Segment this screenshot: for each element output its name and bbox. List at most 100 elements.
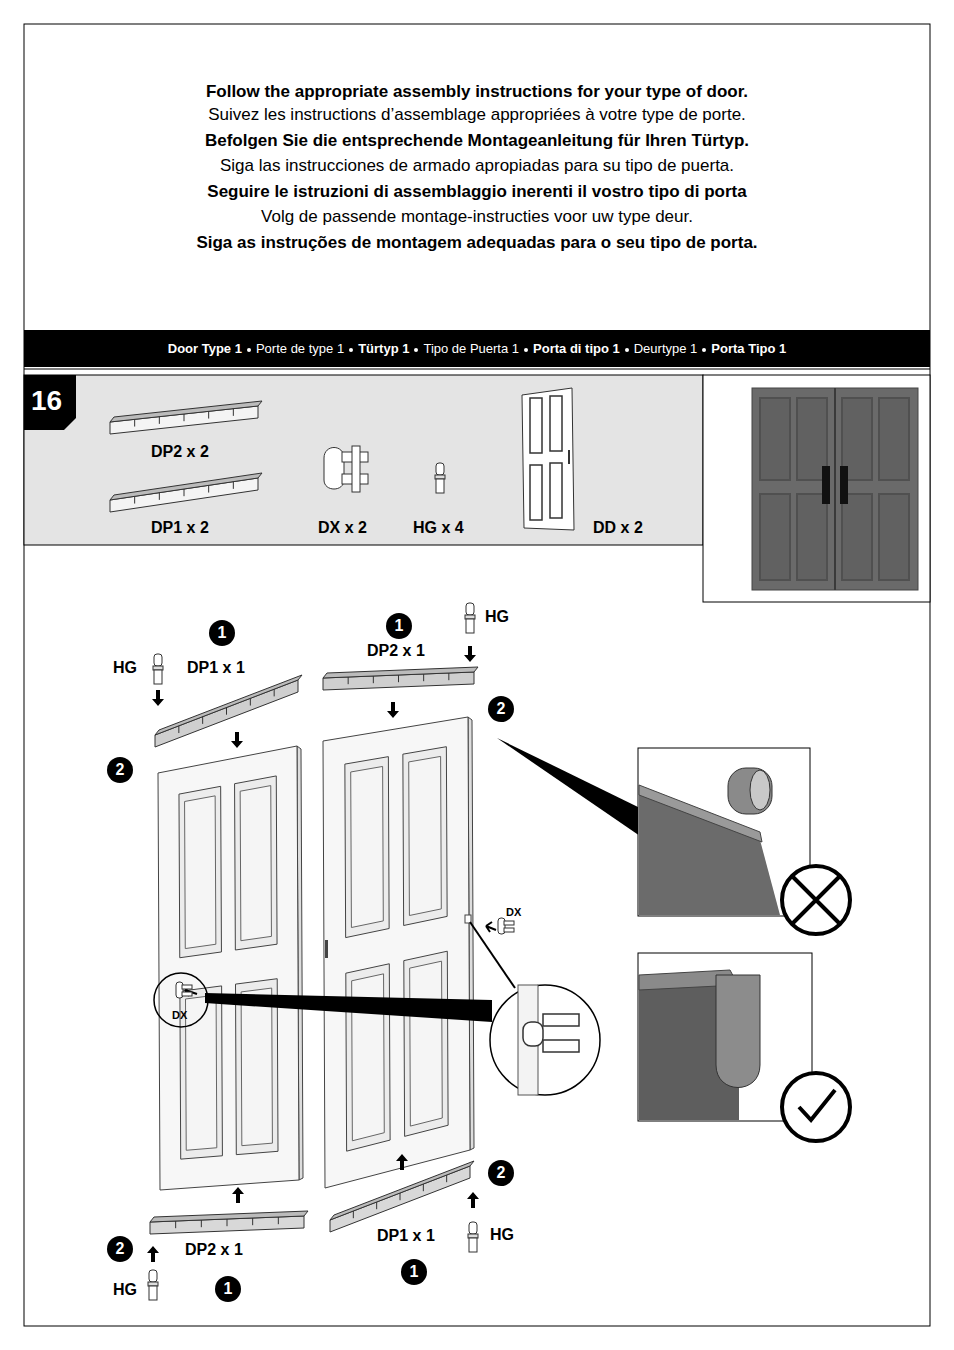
part-label: DD x 2 — [593, 518, 643, 537]
hinge-pin — [436, 463, 444, 475]
zoom-clip — [543, 1040, 579, 1052]
rail-notch — [400, 1193, 401, 1200]
clip-part — [324, 448, 344, 490]
door-panel — [241, 988, 272, 1146]
band-text: Porta di tipo 1 — [533, 341, 634, 356]
hinge-pin — [468, 1234, 478, 1238]
part-label: DP2 x 2 — [151, 442, 209, 461]
door-panel — [409, 756, 442, 915]
rail-notch — [226, 708, 227, 715]
rail-notch — [175, 1221, 176, 1228]
part-label: HG — [485, 607, 509, 626]
clip-slot — [465, 915, 471, 923]
door-part-panel — [530, 398, 542, 453]
hinge-pin — [469, 1238, 477, 1252]
hinge-pin — [148, 1282, 158, 1286]
callout-number: 1 — [401, 1259, 427, 1285]
direction-arrow — [387, 702, 399, 718]
rail-notch — [448, 673, 449, 680]
direction-arrow — [464, 646, 476, 662]
door-part-panel — [550, 463, 562, 518]
door-panel — [403, 747, 447, 926]
rail — [330, 1166, 470, 1232]
photo-panel — [797, 494, 827, 580]
rail-part-notch — [159, 417, 160, 424]
band-text: Door Type 1 — [168, 341, 256, 356]
hinge-pin — [153, 666, 163, 670]
part-label: DX — [506, 906, 521, 919]
wrong-symbol — [782, 866, 850, 934]
right-door — [323, 717, 474, 1188]
instruction-line: Volg de passende montage-instructies voo… — [0, 207, 954, 227]
photo-door — [752, 388, 918, 590]
rail-notch — [446, 1175, 447, 1182]
hinge-pin — [149, 1286, 157, 1300]
callout-number: 1 — [209, 620, 235, 646]
clip-part — [498, 918, 514, 934]
left-door — [158, 746, 303, 1190]
rail-notch — [227, 1219, 228, 1226]
part-label: HG — [113, 1280, 137, 1299]
rail-notch — [178, 726, 179, 733]
hinge-pin — [469, 1222, 477, 1234]
photo-frame — [703, 375, 930, 602]
hinge-pin — [466, 619, 474, 633]
zoom-leader — [497, 738, 640, 836]
right-symbol — [799, 1090, 835, 1120]
rail-notch — [423, 674, 424, 681]
door-part-panel — [530, 465, 542, 520]
direction-arrow — [467, 1192, 479, 1208]
part-label: HG — [490, 1225, 514, 1244]
part-label: HG x 4 — [413, 518, 464, 537]
rail-part-notch — [233, 482, 234, 489]
direction-arrow — [396, 1154, 408, 1170]
instruction-line: Follow the appropriate assembly instruct… — [0, 82, 954, 102]
callout-number: 2 — [107, 1236, 133, 1262]
rail-notch — [353, 1211, 354, 1218]
rail-notch — [398, 675, 399, 682]
hinge-pin — [435, 475, 445, 479]
part-label: DP2 x 1 — [367, 641, 425, 660]
door-panel — [404, 951, 448, 1136]
clip-part — [182, 992, 192, 996]
rail-part-notch — [208, 411, 209, 418]
hinge-pin — [149, 1270, 157, 1282]
band-text: Porta Tipo 1 — [711, 341, 786, 356]
rail-notch — [278, 1217, 279, 1224]
rail-notch — [274, 689, 275, 696]
hinge-pin — [154, 670, 162, 684]
callout-number: 1 — [215, 1276, 241, 1302]
rail-part-notch — [208, 485, 209, 492]
photo-handle — [822, 466, 830, 504]
door-panel — [185, 796, 216, 949]
clip-part — [182, 985, 192, 989]
detail-pin — [716, 975, 760, 1088]
rail-notch — [423, 1184, 424, 1191]
band-text: Türtyp 1 — [358, 341, 423, 356]
hinge-pin — [436, 479, 444, 493]
callout-number: 2 — [488, 1160, 514, 1186]
part-label: HG — [113, 658, 137, 677]
photo-panel — [842, 494, 872, 580]
zoom-clip — [523, 1022, 543, 1046]
part-label: DP1 x 2 — [151, 518, 209, 537]
door-handle — [325, 940, 328, 958]
rail-part-notch — [159, 493, 160, 500]
zoom-leader — [470, 922, 515, 988]
rail-notch — [348, 677, 349, 684]
photo-handle — [840, 466, 848, 504]
rail-part-notch — [233, 409, 234, 416]
clip-part — [176, 982, 192, 998]
door-part-panel — [550, 396, 562, 451]
rail-notch — [376, 1202, 377, 1209]
direction-arrow — [486, 922, 496, 932]
rail — [155, 680, 298, 747]
part-label: DP2 x 1 — [185, 1240, 243, 1259]
door-panel — [240, 786, 271, 941]
callout-number: 1 — [386, 613, 412, 639]
detail-pin — [750, 770, 770, 810]
part-label: DP1 x 1 — [187, 658, 245, 677]
rail-part-notch — [134, 496, 135, 503]
rail — [150, 1211, 308, 1222]
step-badge — [24, 375, 76, 430]
